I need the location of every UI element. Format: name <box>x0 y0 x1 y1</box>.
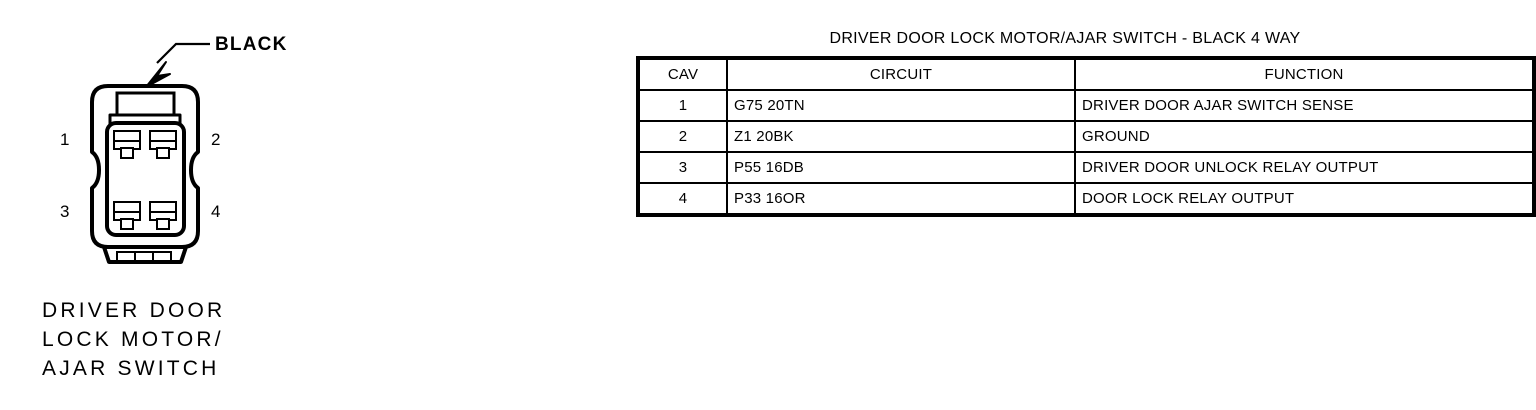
connector-figure: BLACK 1 2 3 4 DRIVER DOOR LOCK MOTOR/ AJ… <box>0 0 330 410</box>
cell-circuit: P33 16OR <box>726 182 1076 216</box>
table-row: 1 G75 20TN DRIVER DOOR AJAR SWITCH SENSE <box>637 89 1535 122</box>
connector-bottom-tab <box>102 245 188 264</box>
cell-circuit: Z1 20BK <box>726 120 1076 153</box>
terminal-cavity-1 <box>113 130 141 159</box>
pin-number-3: 3 <box>60 202 70 221</box>
column-header-function: FUNCTION <box>1074 57 1535 91</box>
pinout-table-block: DRIVER DOOR LOCK MOTOR/AJAR SWITCH - BLA… <box>636 30 1536 217</box>
pin-number-4: 4 <box>211 202 221 221</box>
pinout-table: CAV CIRCUIT FUNCTION 1 G75 20TN DRIVER D… <box>636 56 1536 217</box>
connector-caption-line-3: AJAR SWITCH <box>42 357 220 380</box>
column-header-circuit: CIRCUIT <box>726 57 1076 91</box>
column-header-cav: CAV <box>637 57 728 91</box>
terminal-cavity-2 <box>149 130 177 159</box>
table-header-row: CAV CIRCUIT FUNCTION <box>637 57 1535 91</box>
connector-latch <box>115 91 176 117</box>
table-row: 4 P33 16OR DOOR LOCK RELAY OUTPUT <box>637 182 1535 216</box>
connector-caption: DRIVER DOOR LOCK MOTOR/ AJAR SWITCH <box>42 296 312 383</box>
cell-cav: 4 <box>637 182 728 216</box>
connector-color-label: BLACK <box>215 34 288 55</box>
table-row: 2 Z1 20BK GROUND <box>637 120 1535 153</box>
cell-function: GROUND <box>1074 120 1535 153</box>
cell-cav: 3 <box>637 151 728 184</box>
cell-circuit: G75 20TN <box>726 89 1076 122</box>
connector-caption-line-2: LOCK MOTOR/ <box>42 328 224 351</box>
cell-cav: 1 <box>637 89 728 122</box>
cell-function: DRIVER DOOR UNLOCK RELAY OUTPUT <box>1074 151 1535 184</box>
connector-caption-line-1: DRIVER DOOR <box>42 299 226 322</box>
terminal-cavity-4 <box>149 201 177 230</box>
cell-circuit: P55 16DB <box>726 151 1076 184</box>
terminal-cavity-3 <box>113 201 141 230</box>
pin-number-1: 1 <box>60 130 70 149</box>
table-row: 3 P55 16DB DRIVER DOOR UNLOCK RELAY OUTP… <box>637 151 1535 184</box>
pinout-table-title: DRIVER DOOR LOCK MOTOR/AJAR SWITCH - BLA… <box>829 30 1301 47</box>
pin-number-2: 2 <box>211 130 221 149</box>
cell-function: DRIVER DOOR AJAR SWITCH SENSE <box>1074 89 1535 122</box>
connector-drawing <box>90 42 210 264</box>
cell-function: DOOR LOCK RELAY OUTPUT <box>1074 182 1535 216</box>
cell-cav: 2 <box>637 120 728 153</box>
black-callout-leader <box>145 42 210 88</box>
